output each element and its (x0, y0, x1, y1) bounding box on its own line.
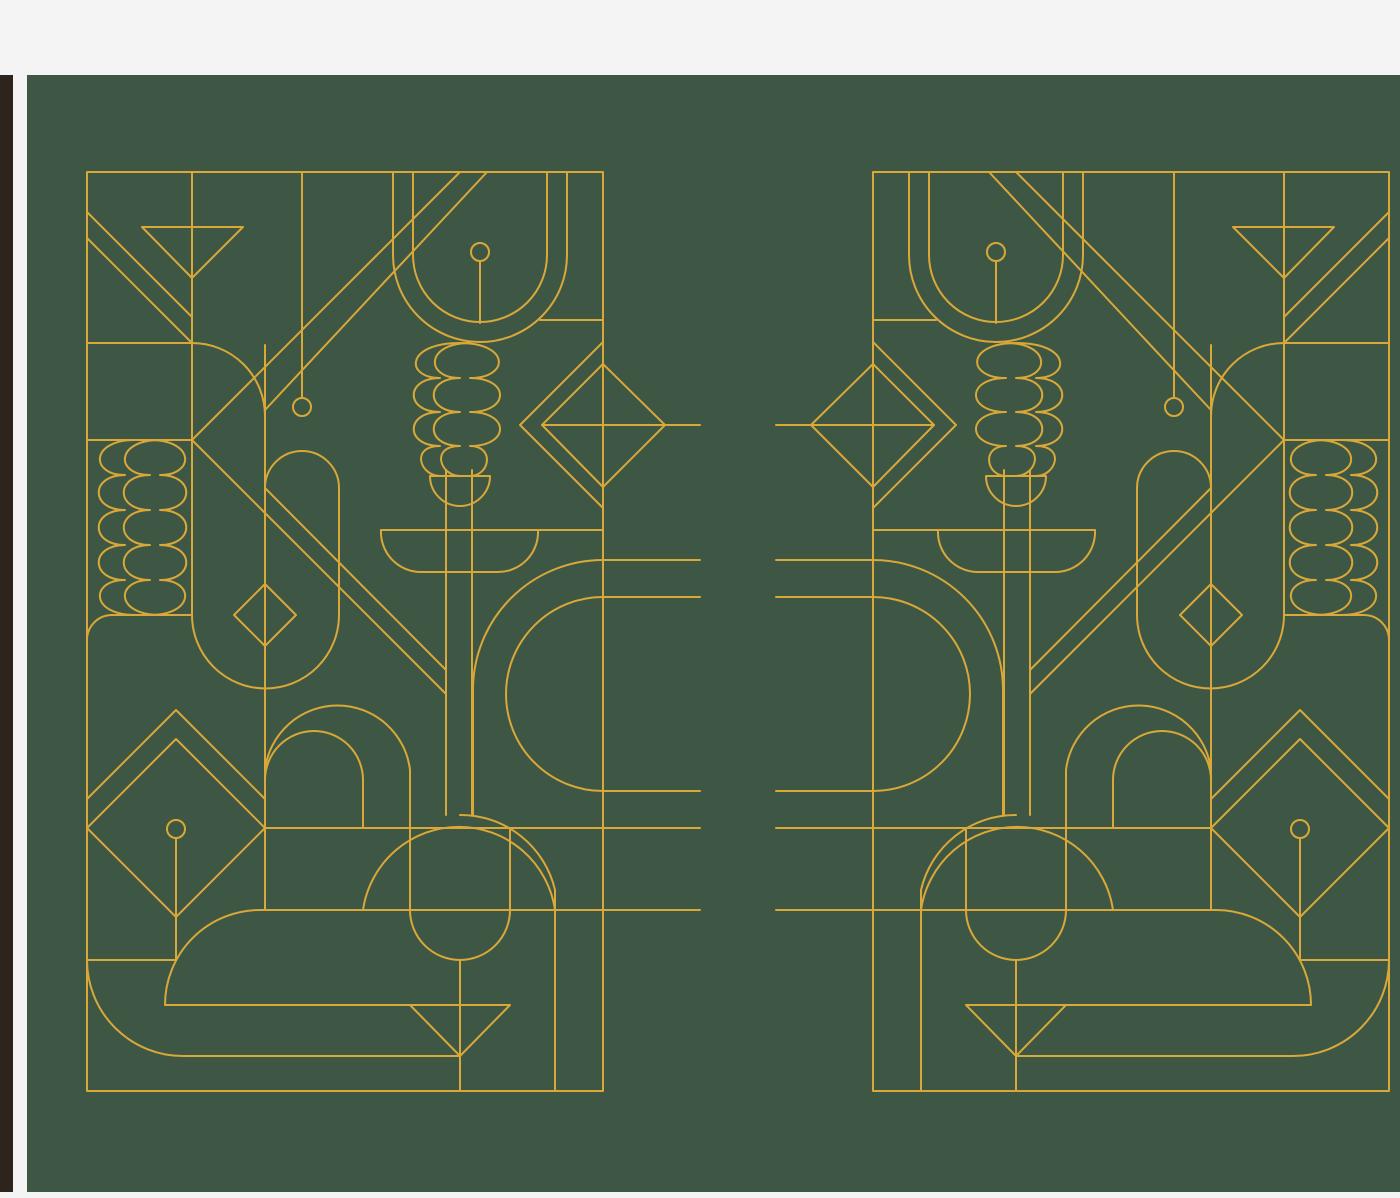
left-edge-bar (0, 75, 13, 1192)
artwork-lines (86, 171, 1390, 1092)
